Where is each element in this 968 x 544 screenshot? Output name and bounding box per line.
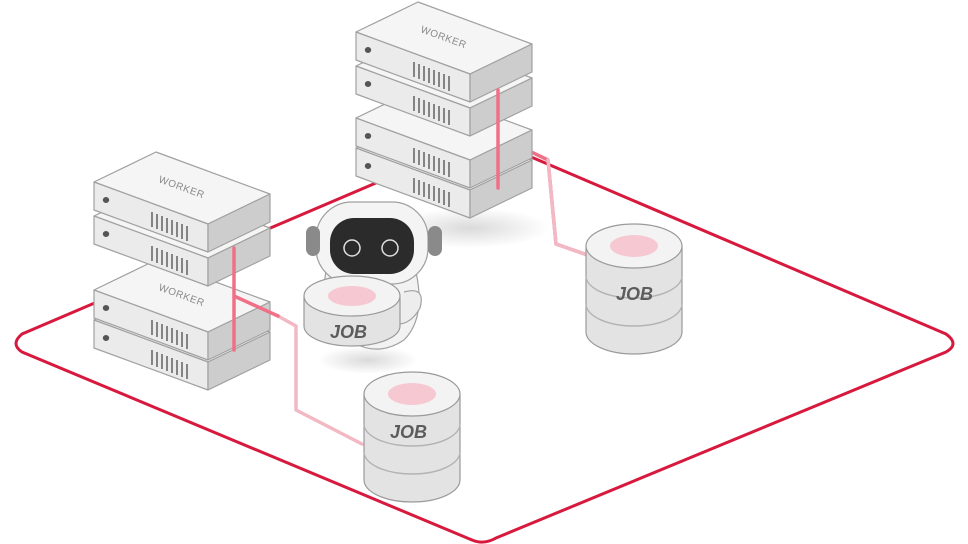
server-unit: WORKER	[93, 151, 271, 253]
job-label: JOB	[330, 322, 367, 342]
cable-left-stack-to-db-fade	[276, 314, 364, 446]
job-label: JOB	[616, 284, 653, 304]
server-unit: WORKER	[93, 259, 271, 361]
job-database-right: JOB	[585, 223, 683, 355]
job-database-front: JOB	[363, 371, 461, 503]
robot-face	[330, 218, 414, 274]
robot-eye-left	[343, 239, 361, 257]
robot-shadow	[318, 346, 418, 374]
robot-eye-right	[381, 239, 399, 257]
worker-stack-front: WORKER WORKER	[93, 151, 271, 391]
robot-job-disk: JOB	[303, 275, 401, 347]
server-unit: WORKER	[355, 1, 533, 103]
cable-left-stack	[232, 246, 280, 352]
job-label: JOB	[390, 422, 427, 442]
robot: JOB	[303, 201, 442, 350]
cable-right-stack-to-db-fade	[546, 158, 598, 260]
worker-stack-back: WORKER WORKER	[355, 1, 533, 219]
